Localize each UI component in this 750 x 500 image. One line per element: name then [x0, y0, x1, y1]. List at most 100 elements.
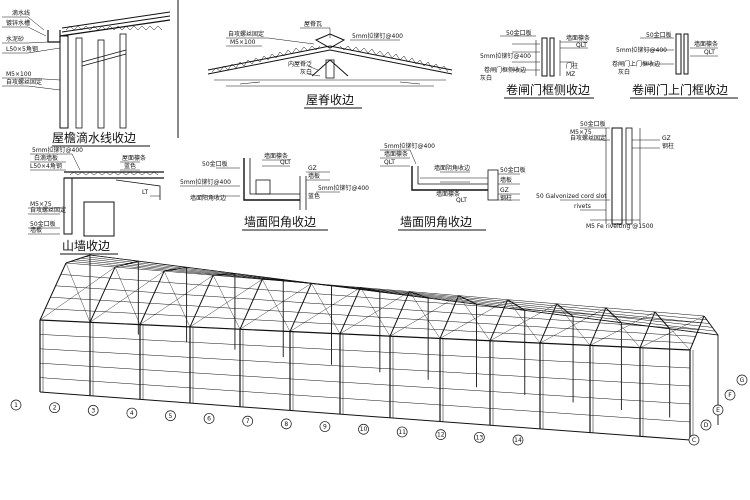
- detail-door-top: 50金口板 墙面檩条 5mm拉铆钉@400 QLT 卷闸门上门框收边 灰白 卷闸…: [612, 31, 738, 99]
- door-side-label-7: 灰白: [480, 74, 492, 82]
- axis-label-letter: C: [692, 437, 696, 444]
- eaves-label-1: 镀锌水槽: [6, 19, 30, 27]
- inner-corner-label-3: 墙面阴角收边: [434, 164, 470, 172]
- inner-corner-label-1: 墙面檩条: [384, 150, 408, 158]
- ridge-label-5: 灰白: [300, 68, 312, 76]
- axis-bubble-letter: [736, 374, 748, 386]
- column-label-7: M5 Fe rivelting @1500: [586, 223, 654, 230]
- ridge-label-4: 内屋脊泛: [288, 60, 312, 68]
- outer-corner-title: 墙面阳角收边: [244, 215, 316, 229]
- axis-label-number: 6: [207, 415, 211, 422]
- axis-bubble-number: [396, 426, 408, 438]
- ridge-label-2: M5×100: [230, 39, 256, 46]
- eaves-gutter: [47, 30, 61, 43]
- axis-bubble-number: [49, 402, 60, 414]
- axis-label-number: 13: [476, 434, 484, 441]
- inner-corner-title: 墙面阴角收边: [400, 215, 472, 229]
- gable-label-9: 墙板: [30, 226, 42, 234]
- door-side-label-0: 50金口板: [506, 29, 532, 37]
- ridge-title: 屋脊收边: [306, 93, 354, 107]
- axis-bubble-number: [435, 429, 447, 440]
- axis-bubble-letter: [688, 434, 700, 446]
- door-side-label-1: 墙面檩条: [566, 34, 590, 42]
- axis-bubble-number: [126, 407, 138, 419]
- detail-gable: 5mm拉铆钉@400 白滴墙板 屋面檩条 蓝色 L50×4角钢 LT M5×75…: [28, 146, 164, 255]
- axis-bubble-letter: [712, 404, 724, 416]
- column-label-1: M5×75: [570, 129, 592, 136]
- outer-corner-label-6: 5mm拉铆钉@400: [318, 184, 369, 192]
- inner-corner-label-2: QLT: [384, 159, 395, 166]
- detail-outer-corner: 50金口板 墙面檩条 QLT GZ 墙板 5mm拉铆钉@400 5mm拉铆钉@4…: [180, 152, 369, 231]
- axis-label-letter: F: [728, 392, 732, 399]
- column-label-5: 50 Galvonized cord slot: [536, 193, 607, 200]
- axis-label-number: 11: [398, 429, 406, 436]
- eaves-wall-column: [59, 35, 69, 129]
- axis-bubble-number: [280, 418, 292, 430]
- door-top-label-1: 墙面檩条: [694, 40, 718, 48]
- door-top-label-3: QLT: [704, 49, 715, 56]
- door-side-label-3: QLT: [576, 42, 587, 49]
- axis-label-letter: E: [716, 407, 720, 414]
- gable-label-1: 白滴墙板: [34, 154, 58, 162]
- gable-label-2: 屋面檩条: [122, 154, 146, 162]
- gable-label-0: 5mm拉铆钉@400: [32, 146, 83, 154]
- detail-inner-corner: 5mm拉铆钉@400 墙面檩条 QLT 墙面阴角收边 50金口板 墙板 墙面檩条…: [380, 142, 526, 231]
- ridge-label-0: 屋脊瓦: [304, 20, 322, 28]
- inner-corner-label-0: 5mm拉铆钉@400: [384, 142, 435, 150]
- outer-corner-label-3: GZ: [308, 165, 317, 172]
- outer-corner-label-0: 50金口板: [202, 160, 228, 168]
- outer-corner-label-2: QLT: [280, 159, 291, 166]
- door-side-label-5: 卷闸门框侧收边: [484, 66, 526, 74]
- gable-label-7: 自攻螺丝固定: [30, 206, 66, 214]
- inner-corner-label-9: 钢柱: [500, 194, 512, 202]
- door-side-label-2: 5mm拉铆钉@400: [480, 52, 531, 60]
- column-label-3: GZ: [662, 135, 671, 142]
- outer-corner-label-4: 墙板: [308, 172, 320, 180]
- outer-corner-label-7: 墙面阳角收边: [190, 194, 226, 202]
- door-top-label-2: 5mm拉铆钉@400: [616, 46, 667, 54]
- axis-bubble-number: [512, 434, 524, 446]
- door-side-title: 卷闸门框侧收边: [506, 82, 590, 97]
- column-label-2: 自攻螺丝固定: [570, 134, 606, 142]
- axis-label-letter: G: [740, 377, 745, 384]
- axis-bubble-number: [10, 399, 22, 411]
- axis-label-number: 8: [284, 421, 288, 428]
- inner-corner-label-5: 墙板: [500, 176, 512, 184]
- axis-label-number: 14: [514, 437, 522, 444]
- door-top-label-4: 卷闸门上门框收边: [612, 60, 660, 68]
- axis-label-number: 2: [53, 405, 57, 412]
- eaves-label-3: L50×5角钢: [6, 45, 38, 53]
- gable-label-6: M5×75: [30, 201, 52, 208]
- axis-bubble-number: [319, 421, 331, 432]
- axis-label-number: 1: [14, 402, 18, 409]
- axis-label-number: 12: [437, 432, 445, 439]
- door-side-label-6: MZ: [566, 71, 575, 78]
- axis-label-number: 10: [360, 426, 368, 433]
- axis-label-number: 3: [91, 407, 95, 414]
- gable-title: 山墙收边: [62, 239, 110, 253]
- inner-corner-label-8: GZ: [500, 187, 509, 194]
- inner-corner-label-4: 50金口板: [500, 166, 526, 174]
- ridge-label-3: 5mm拉铆钉@400: [352, 32, 403, 40]
- door-top-label-5: 灰白: [618, 68, 630, 76]
- axis-bubble-letter: [700, 419, 712, 431]
- inner-corner-label-6: 墙面檩条: [436, 190, 460, 198]
- column-label-0: 50金口板: [580, 120, 606, 128]
- column-label-4: 钢柱: [662, 142, 674, 150]
- gable-label-4: L50×4角钢: [30, 162, 62, 170]
- axis-bubble-number: [242, 415, 254, 427]
- axis-bubble-letter: [724, 389, 736, 401]
- door-top-title: 卷闸门上门框收边: [632, 82, 728, 97]
- eaves-label-5: 自攻螺丝固定: [6, 78, 42, 86]
- axis-bubble-number: [165, 410, 176, 422]
- ridge-roof-panels: [207, 45, 453, 75]
- gable-label-5: LT: [142, 189, 149, 196]
- axis-label-number: 4: [130, 410, 134, 417]
- outer-corner-label-1: 墙面檩条: [264, 152, 288, 160]
- door-top-label-0: 50金口板: [646, 31, 672, 39]
- column-label-6: rivets: [574, 203, 591, 210]
- detail-door-side: 50金口板 墙面檩条 5mm拉铆钉@400 QLT 门柱 卷闸门框侧收边 MZ …: [480, 29, 594, 99]
- outer-corner-label-5: 5mm拉铆钉@400: [180, 178, 231, 186]
